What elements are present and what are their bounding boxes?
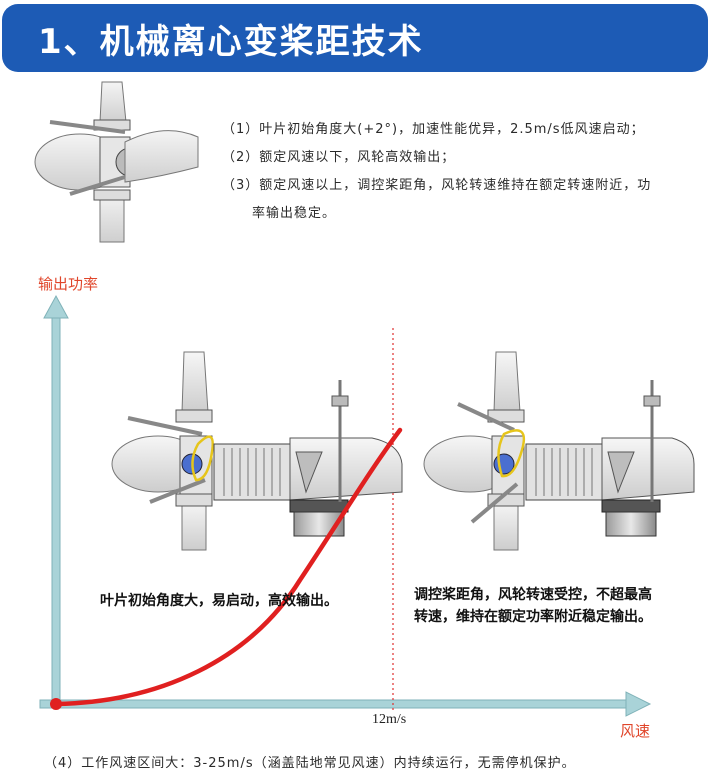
caption-line: 转速，维持在额定功率附近稳定输出。	[414, 609, 652, 625]
feature-item: （2）额定风速以下，风轮高效输出；	[222, 150, 456, 165]
power-curve	[53, 427, 403, 707]
feature-item: 率输出稳定。	[252, 206, 337, 221]
caption-left: 叶片初始角度大，易启动，高效输出。	[100, 590, 338, 612]
curve-origin-point	[50, 698, 62, 710]
turbine-hub-illustration-icon	[34, 81, 199, 243]
y-axis	[43, 294, 69, 705]
caption-line: 调控桨距角，风轮转速受控，不超最高	[414, 587, 652, 603]
page-title: 1、机械离心变桨距技术	[38, 22, 424, 62]
caption-right: 调控桨距角，风轮转速受控，不超最高 转速，维持在额定功率附近稳定输出。	[414, 584, 652, 628]
caption-line: 叶片初始角度大，易启动，高效输出。	[100, 593, 338, 609]
turbine-nacelle-illustration-icon	[423, 351, 695, 551]
x-axis-label: 风速	[620, 722, 651, 740]
rated-speed-label: 12m/s	[372, 712, 407, 727]
feature-list: （1）叶片初始角度大(+2°)，加速性能优异，2.5m/s低风速启动； （2）额…	[222, 116, 702, 228]
y-axis-label: 输出功率	[38, 275, 99, 293]
feature-item: （1）叶片初始角度大(+2°)，加速性能优异，2.5m/s低风速启动；	[222, 122, 645, 137]
turbine-nacelle-illustration-icon	[111, 351, 403, 551]
footer-note: （4）工作风速区间大：3-25m/s（涵盖陆地常见风速）内持续运行，无需停机保护…	[44, 756, 576, 771]
feature-item: （3）额定风速以上，调控桨距角，风轮转速维持在额定转速附近，功	[222, 178, 652, 193]
title-bar: 1、机械离心变桨距技术	[2, 4, 708, 72]
x-axis	[39, 691, 652, 717]
